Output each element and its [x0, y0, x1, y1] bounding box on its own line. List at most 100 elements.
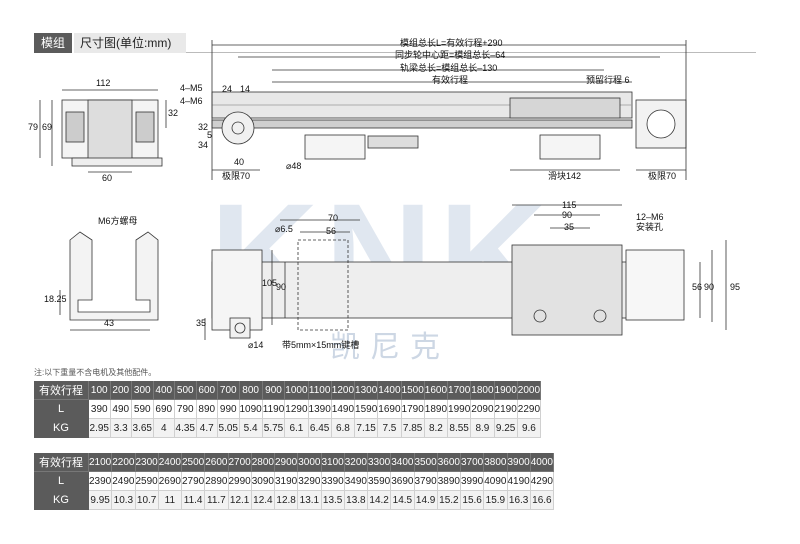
table-cell: 1690	[377, 399, 402, 419]
table-cell: 3.65	[131, 418, 154, 438]
table-cell: 4.7	[196, 418, 218, 438]
table-cell: 1800	[470, 381, 495, 400]
table-cell: 3290	[297, 471, 322, 491]
right-bracket	[539, 134, 601, 160]
table-cell: 12.1	[228, 490, 252, 510]
label-limit-left: 极限70	[222, 171, 251, 181]
table-cell: 8.55	[447, 418, 472, 438]
dim-18-25: 18.25	[44, 294, 67, 304]
dim-70: 70	[328, 213, 339, 223]
table-cell: 8.2	[424, 418, 449, 438]
table-cell: 14.5	[390, 490, 415, 510]
dim-95-right: 95	[730, 282, 741, 292]
table-cell: 6.45	[308, 418, 332, 438]
dim-90-top: 90	[562, 210, 573, 220]
table-cell: 5.05	[217, 418, 240, 438]
table-cell: 11.7	[204, 490, 229, 510]
table-cell: 9.6	[517, 418, 542, 438]
table-cell: 1100	[308, 381, 332, 400]
table-cell: 3790	[414, 471, 438, 491]
table-cell: 6.8	[331, 418, 356, 438]
top-slider	[511, 244, 623, 336]
label-m5: 4–M5	[180, 83, 203, 93]
table-cell: 3500	[414, 453, 438, 472]
table-cell: 2.95	[88, 418, 111, 438]
table-cell: 2000	[517, 381, 542, 400]
dim-60: 60	[102, 173, 113, 183]
label-reserved-stroke: 预留行程 6	[586, 75, 630, 85]
label-total-length: 模组总长L=有效行程+290	[400, 38, 503, 48]
label-slider: 滑块142	[548, 171, 582, 181]
table-cell: 3490	[344, 471, 369, 491]
table-cell: 4090	[483, 471, 508, 491]
table-cell: 1300	[354, 381, 379, 400]
table-cell: 14.2	[367, 490, 392, 510]
table-cell: 400	[153, 381, 175, 400]
row-label: 有效行程	[34, 453, 89, 472]
dim-32-front: 32	[198, 122, 209, 132]
label-keyway: 带5mm×15mm键槽	[282, 340, 360, 350]
dim-35-left: 35	[196, 318, 207, 328]
table-cell: 11.4	[181, 490, 206, 510]
header-divider	[186, 52, 756, 53]
table-cell: 11	[158, 490, 183, 510]
dim-115: 115	[562, 200, 577, 210]
table-cell: 1890	[424, 399, 449, 419]
table-cell: 4	[153, 418, 175, 438]
table-cell: 300	[131, 381, 154, 400]
table-cell: 2890	[204, 471, 229, 491]
table-cell: 900	[262, 381, 286, 400]
table-cell: 12.8	[274, 490, 299, 510]
table-cell: 1700	[447, 381, 472, 400]
table-cell: 13.5	[321, 490, 345, 510]
table-cell: 7.85	[401, 418, 425, 438]
table-cell: 3190	[274, 471, 299, 491]
label-effective-stroke: 有效行程	[432, 75, 469, 85]
table-cell: 2200	[111, 453, 136, 472]
dim-5: 5	[207, 130, 213, 140]
table-cell: 2500	[181, 453, 206, 472]
dim-69: 69	[42, 122, 53, 132]
table-cell: 1490	[331, 399, 356, 419]
table-cell: 3890	[437, 471, 462, 491]
dim-90-right: 90	[704, 282, 715, 292]
table-cell: 2790	[181, 471, 206, 491]
dim-105: 105	[262, 278, 278, 288]
label-limit-right: 极限70	[648, 171, 677, 181]
table-cell: 3690	[390, 471, 415, 491]
table-cell: 2800	[251, 453, 276, 472]
dim-d14: ⌀14	[248, 340, 264, 350]
dim-112: 112	[96, 78, 111, 88]
table-cell: 2390	[88, 471, 113, 491]
table-cell: 200	[110, 381, 132, 400]
table-cell: 2990	[228, 471, 252, 491]
table-cell: 3.3	[110, 418, 132, 438]
label-m6: 4–M6	[180, 96, 203, 106]
profile-section	[69, 231, 159, 321]
drive-pulley	[221, 111, 255, 145]
table-cell: 3300	[367, 453, 392, 472]
table-cell: 3900	[507, 453, 531, 472]
table-cell: 1500	[401, 381, 425, 400]
table-cell: 800	[239, 381, 263, 400]
table-cell: 2290	[517, 399, 542, 419]
table-cell: 10.7	[135, 490, 159, 510]
table-cell: 4190	[507, 471, 531, 491]
table-cell: 3590	[367, 471, 392, 491]
table-cell: 4000	[530, 453, 555, 472]
table-cell: 14.9	[414, 490, 438, 510]
table-cell: 100	[88, 381, 111, 400]
top-motor	[625, 249, 685, 321]
row-label: 有效行程	[34, 381, 89, 400]
dim-d6-5: ⌀6.5	[275, 224, 293, 234]
dim-34: 34	[198, 140, 209, 150]
left-bracket	[304, 134, 366, 160]
table-cell: 4290	[530, 471, 555, 491]
dim-d48: ⌀48	[286, 161, 302, 171]
table-cell: 3090	[251, 471, 276, 491]
